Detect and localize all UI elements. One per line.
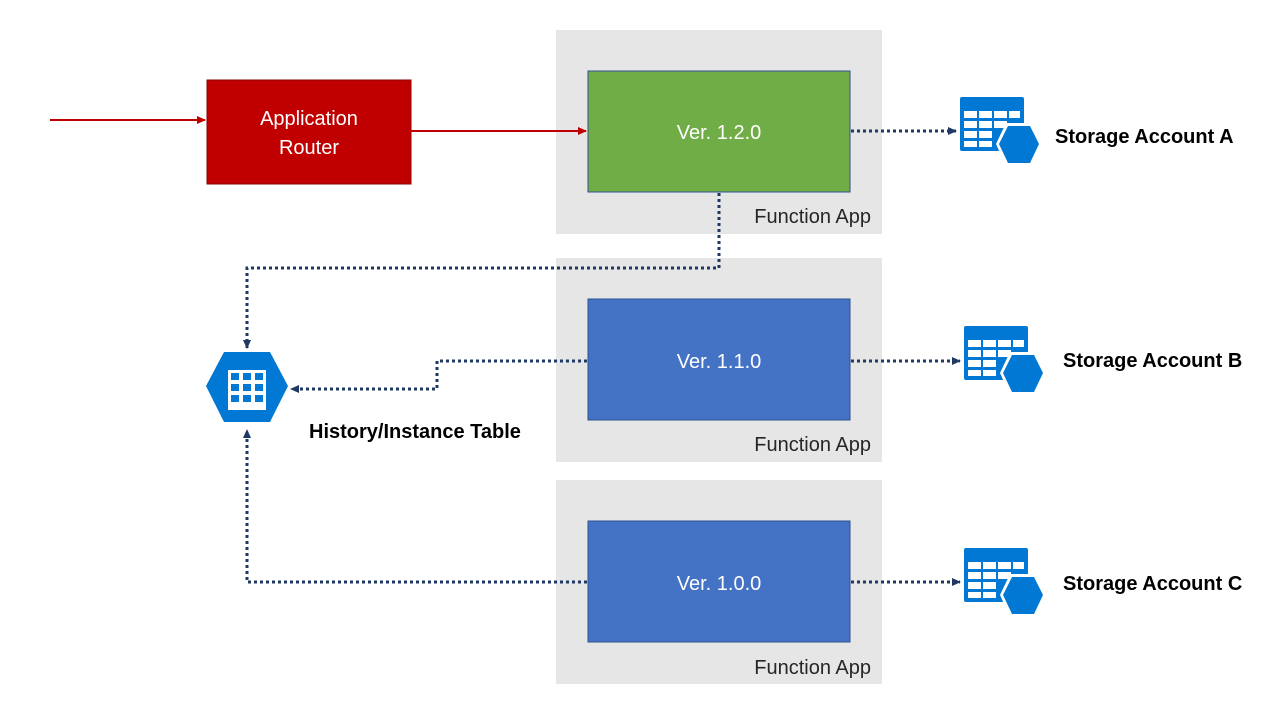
storage-account-b-label: Storage Account B <box>1063 350 1242 372</box>
version-box-1-2-0[interactable] <box>587 70 851 193</box>
function-app-label-2: Function App <box>754 434 871 456</box>
version-label-1-1-0: Ver. 1.1.0 <box>677 351 762 373</box>
storage-table-icon-a <box>960 97 1042 166</box>
v110-to-history-arrow <box>290 359 587 393</box>
router-label-line1: Application <box>260 108 358 130</box>
v120-to-history-arrow <box>243 193 721 349</box>
version-box-1-0-0[interactable] <box>587 520 851 643</box>
storage-account-a-label: Storage Account A <box>1055 126 1234 148</box>
history-table-label: History/Instance Table <box>309 421 521 443</box>
version-box-1-1-0[interactable] <box>587 298 851 421</box>
function-app-label-3: Function App <box>754 657 871 679</box>
storage-table-icon-c <box>964 548 1046 617</box>
storage-table-icon-b <box>964 326 1046 395</box>
function-app-label-1: Function App <box>754 206 871 228</box>
version-label-1-2-0: Ver. 1.2.0 <box>677 122 762 144</box>
application-router-box[interactable] <box>206 79 412 185</box>
router-label-line2: Router <box>279 137 339 159</box>
table-hexagon-icon <box>206 352 288 422</box>
v100-to-history-arrow <box>243 429 587 584</box>
version-label-1-0-0: Ver. 1.0.0 <box>677 573 762 595</box>
storage-account-c-label: Storage Account C <box>1063 573 1242 595</box>
